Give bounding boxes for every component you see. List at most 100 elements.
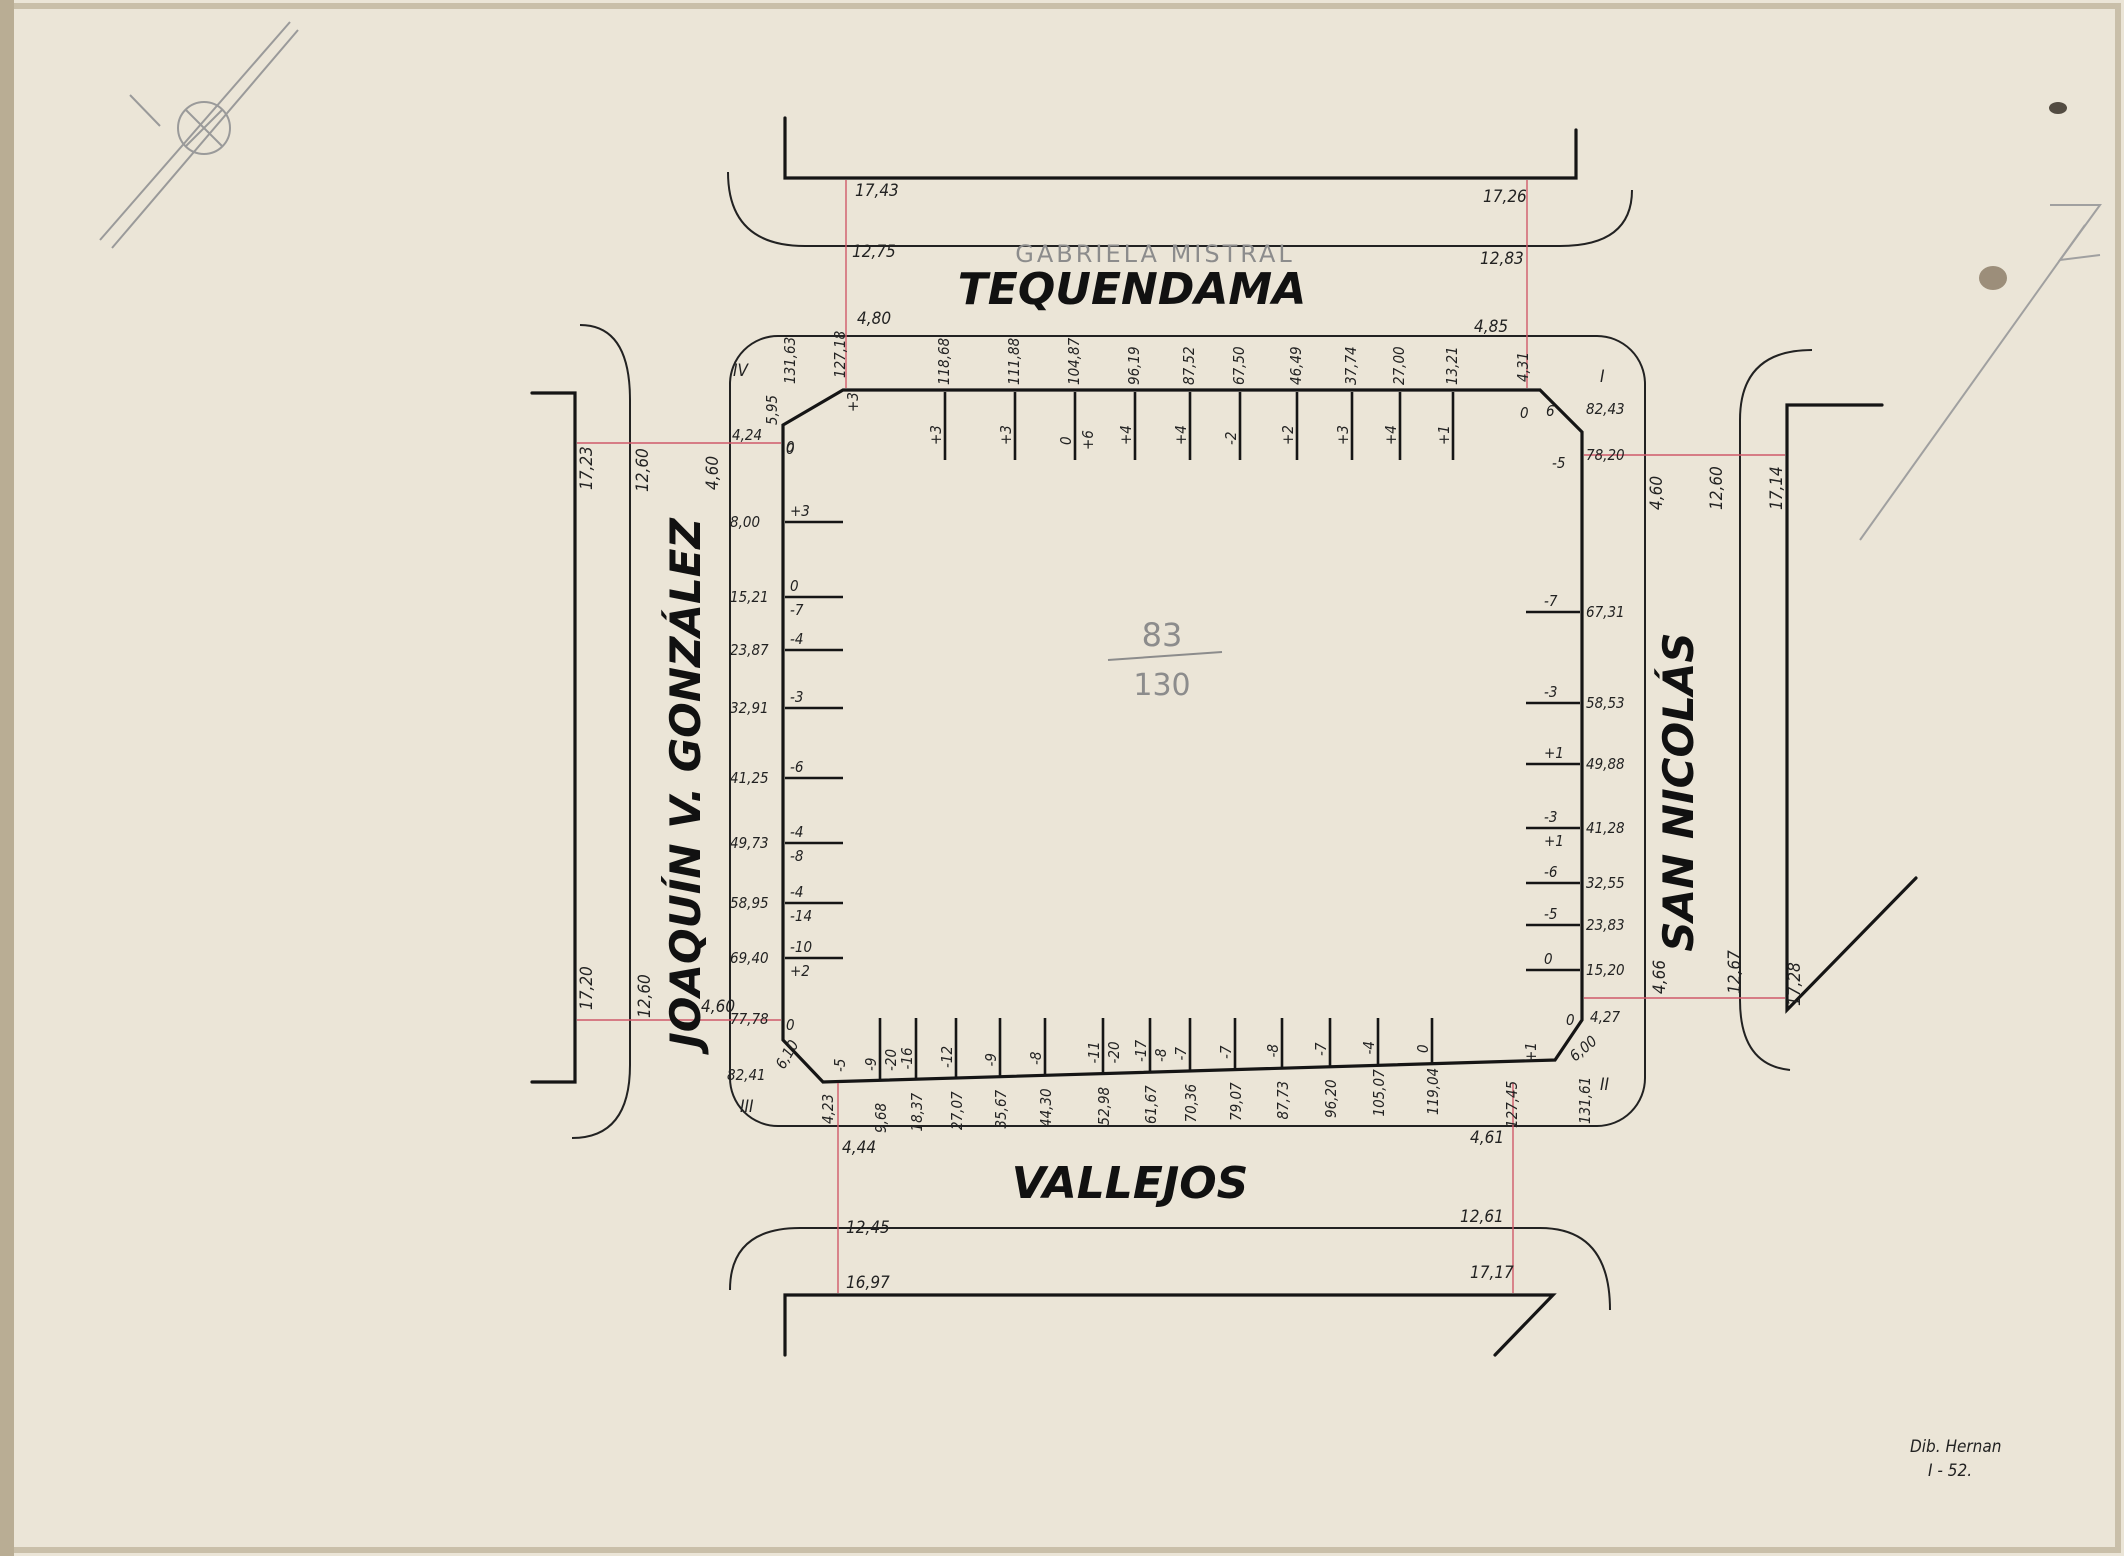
top-tick-level: -2	[1222, 432, 1240, 445]
width-label: 17,14	[1767, 466, 1787, 510]
bottom-tick-level: -11	[1085, 1041, 1103, 1063]
left-tick-level: -6	[790, 758, 803, 776]
top-tick-dist: 111,88	[1005, 338, 1023, 385]
corner-dist: 127,45	[1503, 1081, 1521, 1128]
level: 0	[1520, 404, 1529, 422]
width-label: 4,60	[701, 997, 735, 1017]
bottom-tick-level: -20	[882, 1049, 900, 1071]
stain-mark	[1979, 266, 2007, 290]
north-pencil-mark	[1859, 204, 2102, 541]
width-label: 12,45	[846, 1218, 890, 1238]
corner-label-i: I	[1600, 367, 1605, 387]
bottom-tick-level: -7	[1217, 1045, 1235, 1059]
bottom-tick-dist: 87,73	[1274, 1081, 1292, 1120]
south-road-edge	[783, 1293, 1557, 1357]
left-tick-dist: 69,40	[730, 949, 769, 967]
top-tick-level: +4	[1172, 425, 1190, 445]
left-tick-dist: 15,21	[730, 588, 769, 606]
top-ticks: 118,68+3111,88+3104,870+696,19+487,52+46…	[927, 337, 1461, 460]
left-tick-level: 0	[790, 577, 799, 595]
bottom-tick-dist: 61,67	[1142, 1085, 1160, 1124]
width-label: 12,60	[1707, 466, 1727, 510]
left-tick-level: -4	[790, 883, 803, 901]
center-fraction-bar	[1107, 651, 1223, 661]
corner-dist: 4,24	[732, 426, 762, 444]
top-tick-dist: 13,21	[1443, 346, 1461, 385]
street-name-east: SAN NICOLÁS	[1653, 632, 1703, 951]
top-tick-level: 0	[1057, 436, 1075, 445]
left-side-measurements: 4,24 0 77,78 0 82,41 6,10 8,00+315,210-7…	[727, 426, 843, 1084]
top-tick-dist: 37,74	[1342, 346, 1360, 385]
width-lines	[577, 180, 1785, 1293]
bottom-tick-dist: 79,07	[1227, 1082, 1245, 1121]
bottom-tick-level: -12	[938, 1046, 956, 1068]
left-tick-level: +3	[790, 502, 810, 520]
center-fraction-top: 83	[1142, 616, 1183, 654]
bottom-tick-dist: 27,07	[948, 1091, 966, 1130]
width-label: 17,28	[1785, 962, 1805, 1006]
stain-mark	[2049, 102, 2067, 114]
left-tick-level: +2	[790, 962, 810, 980]
north-road-curb	[727, 171, 1633, 247]
chamfer: 5,95	[763, 395, 781, 425]
right-tick-dist: 49,88	[1586, 755, 1625, 773]
left-tick-dist: 8,00	[730, 513, 760, 531]
bottom-tick-dist: 9,68	[872, 1103, 890, 1133]
bottom-ticks: 9,68-9-2018,37-1627,07-1235,67-944,30-85…	[862, 1018, 1442, 1133]
width-label: 17,20	[577, 966, 597, 1010]
width-label: 4,60	[703, 456, 723, 490]
right-tick-level: -3	[1544, 683, 1557, 701]
block-outline	[781, 388, 1584, 1084]
left-ticks: 8,00+315,210-723,87-432,91-341,25-649,73…	[730, 502, 843, 980]
width-label: 12,75	[852, 242, 896, 262]
right-tick-dist: 32,55	[1586, 874, 1625, 892]
right-tick-dist: 15,20	[1586, 961, 1625, 979]
corner-dist: 77,78	[730, 1010, 769, 1028]
bottom-tick-level: -9	[982, 1053, 1000, 1066]
left-tick-dist: 32,91	[730, 699, 769, 717]
center-fraction-bottom: 130	[1133, 668, 1190, 703]
corner-dist: 4,23	[819, 1094, 837, 1124]
street-name-west: JOAQUÍN V. GONZÁLEZ	[660, 517, 710, 1055]
width-label: 4,60	[1647, 476, 1667, 510]
right-tick-level: 0	[1544, 950, 1553, 968]
level: 6	[1546, 402, 1555, 420]
compass-icon	[99, 21, 299, 249]
width-label: 12,83	[1480, 249, 1524, 269]
level: 0	[786, 440, 795, 458]
street-name-north-note: GABRIELA MISTRAL	[1015, 240, 1295, 268]
right-tick-level: +1	[1544, 832, 1564, 850]
top-tick-dist: 118,68	[935, 338, 953, 385]
top-tick-dist: 104,87	[1065, 337, 1083, 385]
corner-dist: 131,61	[1576, 1077, 1594, 1124]
top-tick-dist: 27,00	[1390, 346, 1408, 385]
east-road-edge	[1785, 403, 1918, 1014]
width-label: 12,67	[1725, 950, 1745, 994]
left-tick-dist: 49,73	[730, 834, 769, 852]
level: 0	[786, 1016, 795, 1034]
right-tick-level: -6	[1544, 863, 1557, 881]
width-label: 4,66	[1650, 960, 1670, 994]
bottom-tick-level: -9	[862, 1058, 880, 1071]
east-road-curb	[1739, 349, 1813, 1071]
bottom-tick-level: 0	[1414, 1044, 1432, 1053]
bottom-tick-level: -16	[898, 1047, 916, 1069]
top-tick-level: +4	[1117, 425, 1135, 445]
west-width-labels: 17,23 12,60 4,60 17,20 12,60 4,60	[577, 446, 735, 1018]
width-label: 4,44	[842, 1138, 876, 1158]
block-outer-curb	[729, 335, 1646, 1127]
corner-label-ii: II	[1600, 1075, 1610, 1095]
width-label: 17,17	[1470, 1263, 1514, 1283]
top-tick-level: +3	[1334, 425, 1352, 445]
width-label: 12,60	[635, 974, 655, 1018]
west-road-curb	[571, 324, 631, 1139]
bottom-tick-dist: 44,30	[1037, 1088, 1055, 1127]
bottom-tick-dist: 96,20	[1322, 1079, 1340, 1118]
right-tick-dist: 41,28	[1586, 819, 1625, 837]
bottom-tick-level: -8	[1027, 1052, 1045, 1065]
corner-dist: 131,63	[781, 337, 799, 384]
corner-dist: 127,18	[831, 331, 849, 378]
level: +3	[844, 392, 862, 412]
